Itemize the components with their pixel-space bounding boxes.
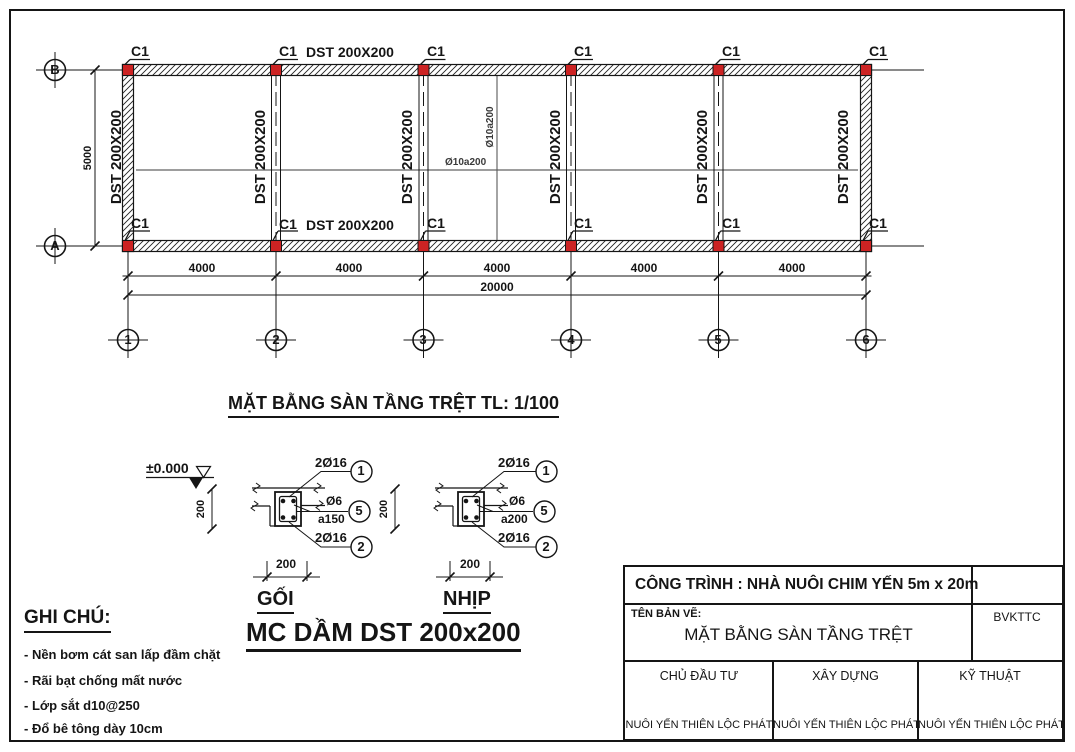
column-label: C1: [427, 43, 445, 59]
beam-label-grid2: DST 200X200: [252, 109, 269, 205]
beam-label-bottom: DST 200X200: [306, 217, 394, 233]
grid-col-label-5: 5: [714, 332, 722, 347]
section-caption: MC DẦM DST 200x200: [246, 618, 521, 652]
column-label: C1: [722, 43, 740, 59]
dim-depth: 5000: [82, 145, 94, 171]
beam-label-left: DST 200X200: [108, 109, 125, 205]
plan-title: MẶT BẰNG SÀN TẦNG TRỆT TL: 1/100: [228, 393, 560, 418]
column-label: C1: [869, 43, 887, 59]
slab-rebar-lines: [136, 76, 858, 240]
role-engineering: KỸ THUẬT: [959, 669, 1021, 683]
dim-bay-2: 4000: [335, 261, 363, 275]
titleblock-divider: [625, 660, 1062, 662]
column-label: C1: [279, 216, 297, 232]
title-block: CÔNG TRÌNH : NHÀ NUÔI CHIM YẾN 5m x 20m …: [623, 565, 1065, 741]
role-builder: XÂY DỰNG: [812, 669, 879, 683]
grid-col-label-3: 3: [419, 332, 427, 347]
grid-row-label-a: A: [50, 238, 60, 253]
dim-bay-5: 4000: [778, 261, 806, 275]
note-item: - Lớp sắt d10@250: [24, 698, 140, 713]
company-engineering: NUÔI YẾN THIÊN LỘC PHÁT: [918, 719, 1065, 731]
interior-beams: [271, 72, 724, 244]
columns: [122, 64, 872, 252]
goi-dim-width: 200: [275, 557, 297, 571]
column-label: C1: [869, 215, 887, 231]
goi-title: GỐI: [257, 588, 294, 614]
goi-bottom-bars-label: 2Ø16: [315, 530, 347, 545]
section-goi-linework: [146, 460, 373, 583]
notes-heading: GHI CHÚ:: [24, 607, 111, 633]
note-item: - Nền bơm cát san lấp đầm chặt: [24, 647, 221, 662]
note-item: - Rãi bạt chống mất nước: [24, 673, 183, 688]
grid-row-label-b: B: [50, 62, 60, 77]
goi-stirrup-spacing-label: a150: [318, 512, 345, 526]
goi-stirrup-label: Ø6: [326, 494, 343, 508]
column-label-leaders: [124, 58, 888, 241]
dim-bay-3: 4000: [483, 261, 511, 275]
beam-label-top: DST 200X200: [306, 44, 394, 60]
goi-dim-height: 200: [195, 499, 207, 519]
nhip-callout-2: 2: [542, 539, 550, 554]
nhip-title: NHỊP: [443, 588, 491, 614]
goi-callout-5: 5: [355, 503, 363, 518]
role-investor: CHỦ ĐẦU TƯ: [659, 669, 739, 683]
column-label: C1: [722, 215, 740, 231]
nhip-dim-height: 200: [378, 499, 390, 519]
beam-label-right: DST 200X200: [835, 109, 852, 205]
grid-col-label-2: 2: [272, 332, 280, 347]
project-title: CÔNG TRÌNH : NHÀ NUÔI CHIM YẾN 5m x 20m: [635, 576, 979, 593]
goi-top-bars-label: 2Ø16: [315, 455, 347, 470]
grid-bubbles: [36, 52, 924, 358]
note-item: - Đổ bê tông dày 10cm: [24, 721, 163, 736]
dimension-lines: [89, 64, 872, 301]
goi-callout-2: 2: [357, 539, 365, 554]
column-label: C1: [131, 43, 149, 59]
titleblock-divider: [772, 662, 774, 739]
column-label: C1: [574, 215, 592, 231]
titleblock-divider: [971, 567, 973, 660]
nhip-dim-width: 200: [459, 557, 481, 571]
goi-callout-1: 1: [357, 463, 365, 478]
nhip-callout-1: 1: [542, 463, 550, 478]
beam-label-grid3: DST 200X200: [399, 109, 416, 205]
nhip-callout-5: 5: [540, 503, 548, 518]
level-mark-label: ±0.000: [146, 460, 189, 476]
dim-bay-4: 4000: [630, 261, 658, 275]
grid-col-label-1: 1: [124, 332, 132, 347]
titleblock-divider: [917, 662, 919, 739]
beam-label-grid5: DST 200X200: [694, 109, 711, 205]
nhip-stirrup-spacing-label: a200: [501, 512, 528, 526]
company-investor: NUÔI YẾN THIÊN LỘC PHÁT: [625, 719, 773, 731]
slab-rebar-label-vertical: Ø10a200: [485, 106, 496, 148]
drawing-name-label: TÊN BẢN VẼ:: [631, 608, 702, 620]
grid-col-label-6: 6: [862, 332, 870, 347]
page-border: [9, 9, 1065, 742]
column-label: C1: [279, 43, 297, 59]
drawing-code: BVKTTC: [993, 610, 1041, 624]
dim-bay-1: 4000: [188, 261, 216, 275]
beam-label-grid4: DST 200X200: [547, 109, 564, 205]
titleblock-divider: [625, 603, 1062, 605]
section-nhip-linework: [389, 460, 558, 583]
slab-rebar-label-horizontal: Ø10a200: [445, 157, 487, 168]
company-builder: NUÔI YẾN THIÊN LỘC PHÁT: [773, 719, 920, 731]
column-label: C1: [427, 215, 445, 231]
drawing-name: MẶT BẰNG SÀN TẦNG TRỆT: [684, 625, 913, 644]
nhip-top-bars-label: 2Ø16: [498, 455, 530, 470]
grid-col-label-4: 4: [567, 332, 575, 347]
dim-total: 20000: [480, 280, 514, 294]
nhip-stirrup-label: Ø6: [509, 494, 526, 508]
column-label: C1: [574, 43, 592, 59]
nhip-bottom-bars-label: 2Ø16: [498, 530, 530, 545]
column-label: C1: [131, 215, 149, 231]
